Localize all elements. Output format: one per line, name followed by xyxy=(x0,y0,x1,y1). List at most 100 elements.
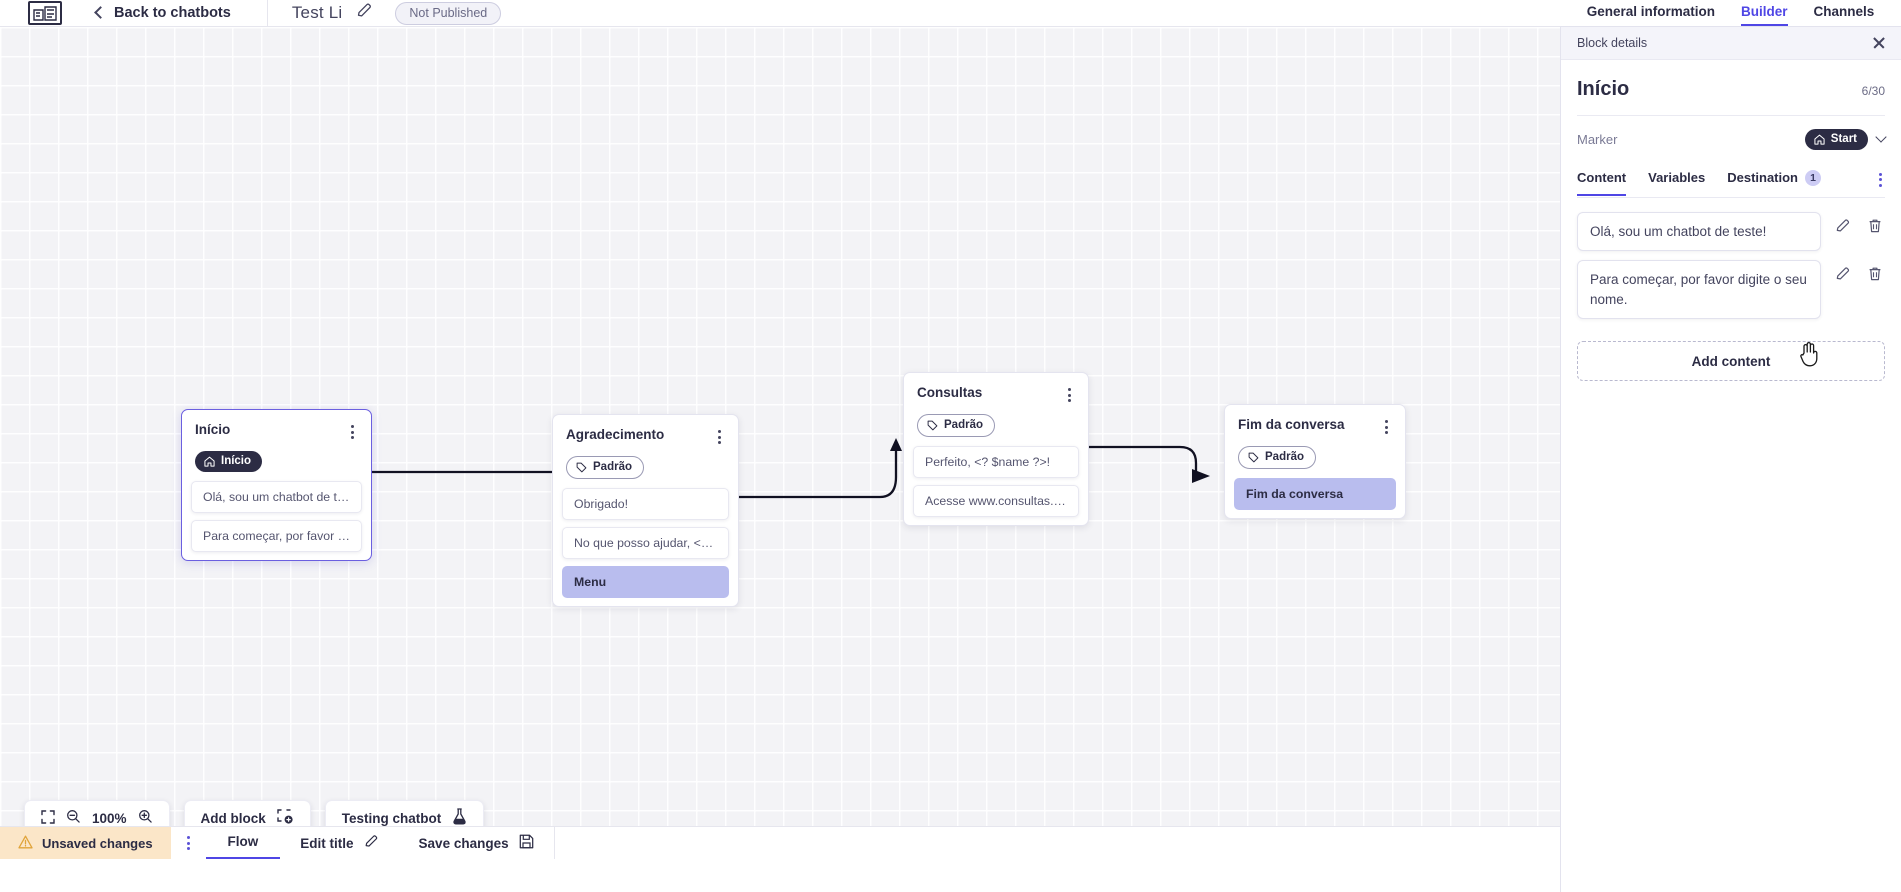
testing-chatbot-label: Testing chatbot xyxy=(341,810,442,826)
block-details-panel: Block details Início 6/30 Marker Start xyxy=(1560,27,1901,892)
panel-tab-variables[interactable]: Variables xyxy=(1648,170,1706,185)
tab-builder[interactable]: Builder xyxy=(1741,4,1788,26)
destination-count-badge: 1 xyxy=(1805,169,1822,186)
floppy-disk-icon xyxy=(519,834,534,852)
edit-title-label: Edit title xyxy=(300,835,354,851)
block-tag-row: Início xyxy=(182,442,371,481)
block-tag-row: Padrão xyxy=(553,447,738,488)
status-badge: Not Published xyxy=(395,1,502,25)
pencil-icon xyxy=(364,834,379,852)
content-list: Olá, sou um chatbot de teste! P xyxy=(1577,198,1885,320)
flow-block-consultas[interactable]: Consultas Padrão Perfeito, <? $name ?>! … xyxy=(903,372,1089,526)
back-to-chatbots-link[interactable]: Back to chatbots xyxy=(94,5,231,21)
zoom-level: 100% xyxy=(92,810,127,826)
panel-header: Block details xyxy=(1561,27,1901,60)
block-header: Consultas xyxy=(904,373,1088,405)
back-to-chatbots-label: Back to chatbots xyxy=(114,5,231,21)
panel-more-button[interactable] xyxy=(1876,167,1885,193)
content-row: Olá, sou um chatbot de teste! xyxy=(1577,211,1885,252)
block-header: Agradecimento xyxy=(553,415,738,447)
block-title: Início xyxy=(195,422,231,437)
block-title: Consultas xyxy=(917,385,983,400)
pencil-icon[interactable] xyxy=(356,2,373,24)
trash-icon[interactable] xyxy=(1865,212,1885,245)
block-title: Fim da conversa xyxy=(1238,417,1345,432)
zoom-in-icon[interactable] xyxy=(138,809,153,827)
flow-block-agradecimento[interactable]: Agradecimento Padrão Obrigado! No que po… xyxy=(552,414,739,607)
marker-row: Marker Start xyxy=(1577,116,1887,163)
pencil-icon[interactable] xyxy=(1833,260,1853,293)
block-marker-tag: Padrão xyxy=(566,456,644,479)
block-item[interactable]: Acesse www.consultas.com par… xyxy=(913,484,1079,517)
home-icon xyxy=(204,456,215,467)
flow-canvas[interactable]: Início Início Olá, sou um chatbot de tes… xyxy=(0,27,1560,859)
marker-select[interactable]: Start xyxy=(1804,129,1887,150)
block-items: Olá, sou um chatbot de teste! Para começ… xyxy=(182,480,371,552)
panel-block-name: Início xyxy=(1577,78,1630,100)
block-menu-button[interactable] xyxy=(346,422,359,442)
pencil-icon[interactable] xyxy=(1833,212,1853,245)
block-items: Obrigado! No que posso ajudar, <? $name … xyxy=(553,487,738,598)
block-menu-button[interactable] xyxy=(713,427,726,447)
tab-general-information[interactable]: General information xyxy=(1586,4,1715,19)
header-divider xyxy=(266,0,268,27)
panel-tab-content[interactable]: Content xyxy=(1577,163,1627,196)
flow-block-fim-da-conversa[interactable]: Fim da conversa Padrão Fim da conversa xyxy=(1224,404,1406,519)
block-menu-button[interactable] xyxy=(1063,385,1076,405)
content-text[interactable]: Para começar, por favor digite o seu nom… xyxy=(1577,260,1821,320)
block-marker-tag: Padrão xyxy=(1238,446,1316,469)
unsaved-changes-indicator: Unsaved changes xyxy=(0,826,171,859)
edit-title-button[interactable]: Edit title xyxy=(280,827,398,860)
chatbot-logo-icon[interactable] xyxy=(28,1,62,25)
block-items: Fim da conversa xyxy=(1225,477,1405,510)
char-counter: 6/30 xyxy=(1861,84,1885,98)
content-row: Para começar, por favor digite o seu nom… xyxy=(1577,260,1885,320)
block-tag-row: Padrão xyxy=(904,405,1088,446)
block-item[interactable]: No que posso ajudar, <? $name … xyxy=(562,526,729,559)
tag-icon xyxy=(927,420,938,430)
block-title: Agradecimento xyxy=(566,427,665,442)
tab-channels[interactable]: Channels xyxy=(1813,4,1875,19)
content-text[interactable]: Olá, sou um chatbot de teste! xyxy=(1577,211,1821,252)
block-marker-tag: Padrão xyxy=(917,414,995,437)
flow-block-inicio[interactable]: Início Início Olá, sou um chatbot de tes… xyxy=(181,409,372,561)
block-item[interactable]: Para começar, por favor digite o … xyxy=(191,519,362,552)
tag-icon xyxy=(1248,452,1259,462)
fit-screen-icon[interactable] xyxy=(41,809,55,827)
chevron-left-icon xyxy=(94,6,107,19)
block-item[interactable]: Perfeito, <? $name ?>! xyxy=(913,445,1079,478)
block-item[interactable]: Olá, sou um chatbot de teste! xyxy=(191,480,362,513)
panel-tab-destination[interactable]: Destination 1 xyxy=(1727,163,1822,197)
chevron-down-icon xyxy=(1875,131,1887,143)
block-marker-tag: Início xyxy=(195,451,263,472)
footer-tab-flow[interactable]: Flow xyxy=(205,827,281,859)
flask-icon xyxy=(452,808,467,828)
block-item-menu[interactable]: Fim da conversa xyxy=(1234,477,1396,510)
block-items: Perfeito, <? $name ?>! Acesse www.consul… xyxy=(904,445,1088,517)
trash-icon[interactable] xyxy=(1865,260,1885,293)
bot-title: Test Li xyxy=(291,3,343,22)
save-changes-button[interactable]: Save changes xyxy=(399,827,554,860)
add-content-button[interactable]: Add content xyxy=(1577,341,1885,382)
block-tag-row: Padrão xyxy=(1225,437,1405,478)
block-item[interactable]: Obrigado! xyxy=(562,487,729,520)
save-changes-label: Save changes xyxy=(418,835,509,851)
unsaved-changes-label: Unsaved changes xyxy=(42,835,153,851)
panel-header-label: Block details xyxy=(1577,36,1648,50)
close-icon[interactable] xyxy=(1871,35,1887,51)
block-header: Início xyxy=(182,410,371,442)
tag-icon xyxy=(576,462,587,472)
panel-title-row: Início 6/30 xyxy=(1577,60,1885,116)
block-menu-button[interactable] xyxy=(1380,417,1393,437)
warning-triangle-icon xyxy=(18,835,33,852)
panel-tabs: Content Variables Destination 1 xyxy=(1577,163,1885,198)
add-block-label: Add block xyxy=(200,810,266,826)
home-icon xyxy=(1814,134,1825,145)
add-block-icon xyxy=(277,808,294,828)
block-item-menu[interactable]: Menu xyxy=(562,565,729,598)
footer-divider xyxy=(553,826,555,859)
bottom-bar: Unsaved changes Flow Edit title Save cha… xyxy=(0,826,1560,859)
footer-menu-button[interactable] xyxy=(186,836,190,850)
block-header: Fim da conversa xyxy=(1225,405,1405,437)
zoom-out-icon[interactable] xyxy=(66,809,81,827)
